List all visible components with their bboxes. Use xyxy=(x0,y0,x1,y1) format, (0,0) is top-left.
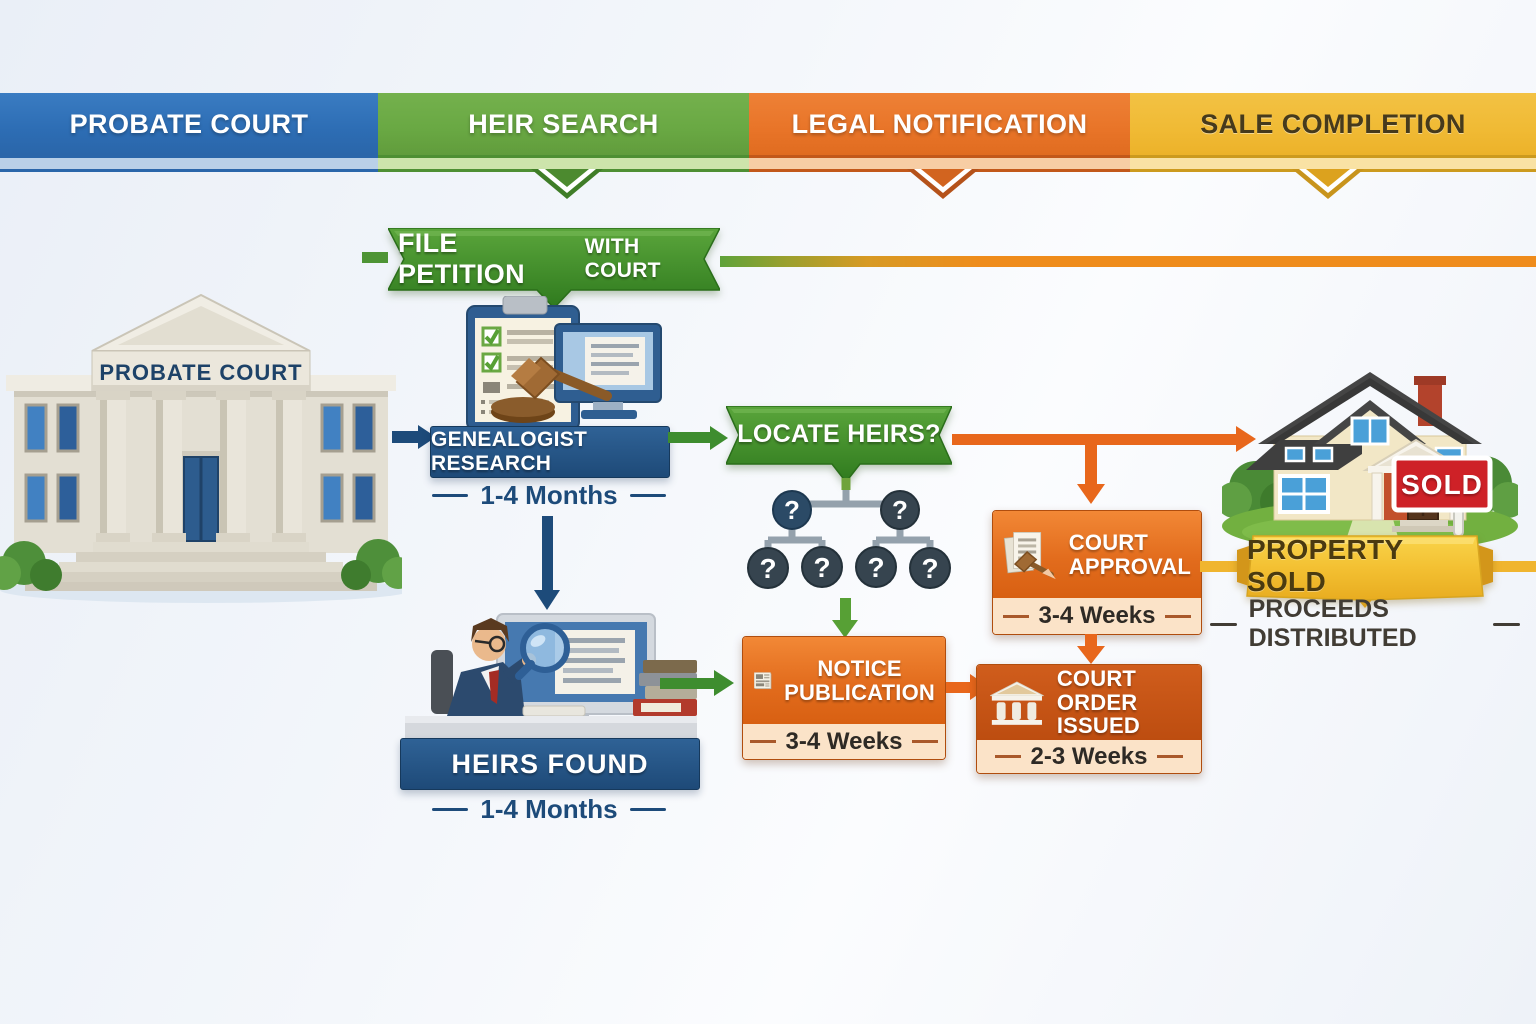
duration-dash xyxy=(629,493,666,497)
arrow-research-to-locate-head xyxy=(710,426,728,450)
proceeds-distributed-text: PROCEEDS DISTRIBUTED xyxy=(1248,595,1417,652)
stage-legal-notification-label: LEGAL NOTIFICATION xyxy=(791,108,1088,139)
court-approval-duration-text: 3-4 Weeks xyxy=(1038,602,1156,629)
petition-clipboard-gavel-illustration xyxy=(466,296,662,431)
sold-sign-text: SOLD xyxy=(1401,469,1483,500)
connector-property-right xyxy=(1488,561,1536,572)
file-petition-ribbon xyxy=(388,228,720,310)
connector-approval-to-property xyxy=(1200,561,1238,572)
genealogist-research-box: GENEALOGIST RESEARCH xyxy=(430,426,670,478)
stage-sale-completion: SALE COMPLETION xyxy=(1130,93,1536,155)
connector-left-green-dash xyxy=(362,252,388,263)
property-sold-ribbon xyxy=(1237,535,1493,608)
proceeds-distributed-row: PROCEEDS DISTRIBUTED xyxy=(1210,595,1520,652)
genealogist-research-duration: 1-4 Months xyxy=(430,478,668,512)
stage-heir-search-label: HEIR SEARCH xyxy=(468,108,659,139)
court-order-duration-text: 2-3 Weeks xyxy=(1030,742,1148,770)
stage-stripe-blue xyxy=(0,155,378,172)
newspaper-icon xyxy=(754,671,772,689)
arrow-notice-to-order xyxy=(946,682,972,693)
court-approval-box: COURT APPROVAL 3-4 Weeks xyxy=(992,510,1202,635)
legal-notification-chevron-icon xyxy=(907,169,979,199)
duration-dash xyxy=(749,740,776,743)
duration-dash xyxy=(1210,622,1237,626)
arrow-research-to-locate xyxy=(668,432,712,443)
heirs-found-label: HEIRS FOUND xyxy=(451,748,649,779)
notice-publication-line2: PUBLICATION xyxy=(784,679,935,705)
stage-probate-court: PROBATE COURT xyxy=(0,93,378,155)
notice-publication-duration-text: 3-4 Weeks xyxy=(785,727,903,755)
arrow-tree-to-notice xyxy=(840,598,851,622)
family-tree-question-marks: ? ? ? ? ? ? xyxy=(747,478,951,589)
connector-locate-to-house xyxy=(952,434,1238,445)
file-petition-title: FILE PETITION xyxy=(398,228,525,289)
file-petition-banner: FILE PETITION WITH COURT xyxy=(398,228,710,289)
connector-green-to-orange-line xyxy=(720,256,1536,267)
stage-legal-notification: LEGAL NOTIFICATION xyxy=(749,93,1130,155)
court-approval-line2: APPROVAL xyxy=(1068,553,1191,579)
property-sold-banner: PROPERTY SOLD xyxy=(1247,534,1483,597)
question-mark: ? xyxy=(784,495,800,525)
duration-dash xyxy=(629,807,666,811)
sold-sign: SOLD xyxy=(1394,460,1490,510)
question-mark: ? xyxy=(813,552,830,583)
court-order-duration: 2-3 Weeks xyxy=(977,740,1201,773)
arrow-to-approval-head xyxy=(1077,484,1105,504)
duration-dash xyxy=(994,755,1021,758)
notice-publication-line1: NOTICE xyxy=(817,655,902,681)
genealogist-research-duration-text: 1-4 Months xyxy=(480,479,618,510)
courthouse-sign-text: PROBATE COURT xyxy=(99,360,302,385)
duration-dash xyxy=(1157,755,1184,758)
heirs-found-box: HEIRS FOUND xyxy=(400,738,700,790)
court-approval-line1: COURT xyxy=(1068,529,1149,555)
heir-search-chevron-icon xyxy=(531,169,603,199)
sold-house-illustration xyxy=(1222,372,1518,552)
stage-sale-completion-label: SALE COMPLETION xyxy=(1200,108,1466,139)
courthouse-illustration: PROBATE COURT xyxy=(0,293,402,603)
arrow-approval-to-order-head xyxy=(1077,646,1105,664)
heirs-found-duration: 1-4 Months xyxy=(400,792,698,826)
arrow-courthouse-to-research xyxy=(392,431,418,443)
locate-heirs-banner: LOCATE HEIRS? xyxy=(736,410,942,458)
arrow-heirs-to-notice-head xyxy=(714,670,734,696)
property-sold-label: PROPERTY SOLD xyxy=(1247,534,1403,597)
file-petition-subtitle: WITH COURT xyxy=(584,235,661,282)
genealogist-research-label: GENEALOGIST RESEARCH xyxy=(431,428,588,475)
question-mark: ? xyxy=(759,553,776,584)
notice-publication-duration: 3-4 Weeks xyxy=(743,724,945,759)
locate-heirs-label: LOCATE HEIRS? xyxy=(737,419,941,448)
court-order-issued-box: COURT ORDER ISSUED 2-3 Weeks xyxy=(976,664,1202,774)
sale-completion-chevron-icon xyxy=(1292,169,1364,199)
heirs-found-duration-text: 1-4 Months xyxy=(480,793,618,824)
duration-dash xyxy=(1493,622,1520,626)
question-mark: ? xyxy=(921,553,938,584)
arrow-heirs-to-notice xyxy=(660,678,716,689)
arrow-research-to-heirs-found-head xyxy=(534,590,560,610)
question-mark: ? xyxy=(867,552,884,583)
court-approval-duration: 3-4 Weeks xyxy=(993,598,1201,634)
arrow-approval-to-order xyxy=(1085,634,1097,648)
arrow-research-to-heirs-found xyxy=(542,516,553,590)
court-order-line2: ISSUED xyxy=(1056,713,1140,739)
duration-dash xyxy=(1002,614,1029,618)
arrow-tree-to-notice-head xyxy=(832,620,858,638)
researcher-at-desk-illustration xyxy=(405,613,697,742)
court-order-line1: COURT ORDER xyxy=(1056,665,1138,715)
duration-dash xyxy=(1165,614,1192,618)
documents-gavel-icon xyxy=(1003,531,1056,579)
notice-publication-box: NOTICE PUBLICATION 3-4 Weeks xyxy=(742,636,946,760)
connector-locate-to-approval xyxy=(1085,441,1097,485)
question-mark: ? xyxy=(892,495,908,525)
duration-dash xyxy=(432,493,469,497)
duration-dash xyxy=(432,807,469,811)
arrow-to-house-head xyxy=(1236,426,1256,452)
courthouse-columns-icon xyxy=(990,681,1044,725)
locate-heirs-ribbon xyxy=(726,406,952,484)
stage-heir-search: HEIR SEARCH xyxy=(378,93,749,155)
stage-probate-court-label: PROBATE COURT xyxy=(69,108,309,139)
duration-dash xyxy=(912,740,939,743)
